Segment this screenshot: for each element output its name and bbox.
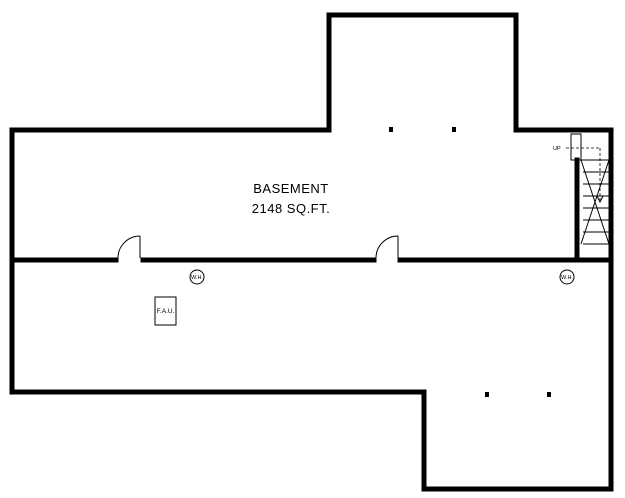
- column: [389, 127, 393, 132]
- column: [485, 392, 489, 397]
- stair-label: UP: [553, 146, 561, 152]
- furnace-unit: [154, 296, 177, 326]
- room-area: 2148 SQ.FT.: [252, 201, 330, 216]
- door-swing: [375, 235, 399, 259]
- water-heater-icon: [189, 269, 205, 285]
- water-heater-icon: [559, 269, 575, 285]
- furnace-label: F.A.U.: [157, 308, 175, 315]
- door-swing: [117, 235, 141, 259]
- stairs: [566, 133, 610, 245]
- exterior-wall: [9, 12, 614, 492]
- stair-arrow-icon: [596, 195, 604, 204]
- column: [452, 127, 456, 132]
- column: [547, 392, 551, 397]
- water-heater-label: W.H.: [191, 275, 203, 281]
- water-heater-label: W.H.: [561, 275, 573, 281]
- room-name: BASEMENT: [253, 181, 329, 196]
